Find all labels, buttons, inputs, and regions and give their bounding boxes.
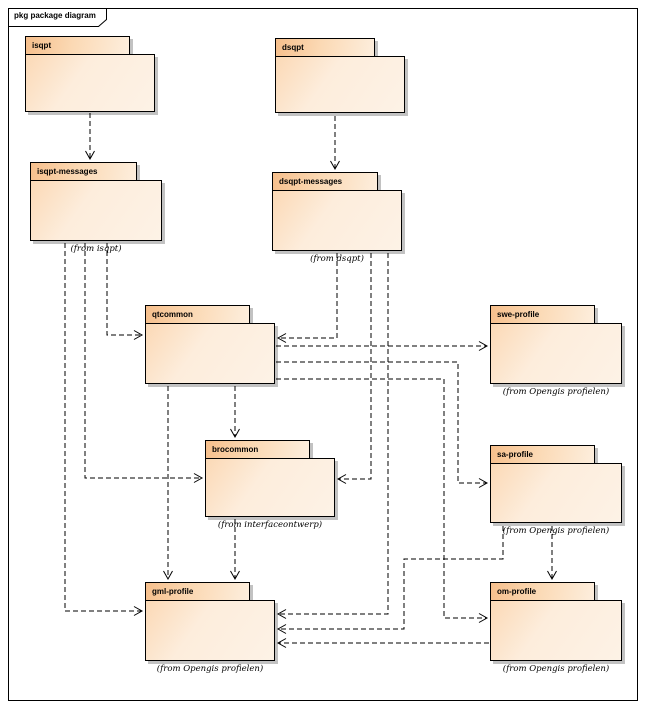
package-tab: gml-profile — [145, 582, 250, 601]
package-gml-profile[interactable]: gml-profile (from Opengis profielen) — [145, 582, 275, 674]
package-name: swe-profile — [497, 310, 540, 319]
package-from-label: (from interfaceontwerp) — [217, 520, 323, 530]
package-name: dsqpt-messages — [279, 177, 343, 186]
package-brocommon[interactable]: brocommon (from interfaceontwerp) — [205, 440, 335, 530]
package-isqpt[interactable]: isqpt — [25, 36, 155, 112]
package-name: sa-profile — [497, 450, 534, 459]
package-body — [25, 54, 155, 112]
package-name: dsqpt — [282, 43, 304, 52]
package-dsqpt[interactable]: dsqpt — [275, 38, 405, 113]
package-sa-profile[interactable]: sa-profile (from Opengis profielen) — [490, 445, 622, 536]
package-from-label: (from Opengis profielen) — [502, 526, 610, 536]
package-name: gml-profile — [152, 587, 194, 596]
package-from-label: (from Opengis profielen) — [156, 664, 264, 674]
package-body — [205, 458, 335, 517]
package-body — [490, 600, 622, 661]
package-tab: isqpt — [25, 36, 130, 55]
package-tab: qtcommon — [145, 305, 250, 324]
package-om-profile[interactable]: om-profile (from Opengis profielen) — [490, 582, 622, 674]
package-tab: swe-profile — [490, 305, 595, 324]
dependency-dsqpt-messages-to-brocommon[interactable] — [336, 253, 372, 484]
dependency-isqpt-messages-to-qtcommon[interactable] — [106, 243, 144, 340]
package-body — [145, 600, 275, 661]
package-from-label: (from isqpt) — [70, 244, 122, 254]
package-tab: dsqpt-messages — [272, 172, 378, 191]
package-name: isqpt-messages — [37, 167, 98, 176]
package-tab: brocommon — [205, 440, 310, 459]
package-body — [490, 323, 622, 384]
package-body — [275, 56, 405, 113]
package-isqpt-messages[interactable]: isqpt-messages (from isqpt) — [30, 162, 162, 254]
package-dsqpt-messages[interactable]: dsqpt-messages (from dsqpt) — [272, 172, 402, 264]
package-body — [30, 180, 162, 241]
dependency-qtcommon-to-sa-profile[interactable] — [276, 361, 489, 488]
package-body — [272, 190, 402, 251]
package-name: om-profile — [497, 587, 537, 596]
package-from-label: (from Opengis profielen) — [502, 664, 610, 674]
dependency-isqpt-messages-to-brocommon[interactable] — [84, 243, 204, 483]
dependency-dsqpt-messages-to-gml-profile[interactable] — [276, 253, 389, 619]
package-tab: om-profile — [490, 582, 595, 601]
package-body — [145, 323, 275, 384]
package-tab: sa-profile — [490, 445, 595, 464]
package-name: qtcommon — [152, 310, 193, 319]
package-body — [490, 463, 622, 523]
dependency-sa-profile-to-gml-profile[interactable] — [276, 526, 504, 634]
diagram-title: pkg package diagram — [14, 11, 96, 20]
package-tab: dsqpt — [275, 38, 375, 57]
package-name: brocommon — [212, 445, 259, 454]
package-swe-profile[interactable]: swe-profile (from Opengis profielen) — [490, 305, 622, 397]
package-name: isqpt — [32, 41, 52, 50]
package-qtcommon[interactable]: qtcommon — [145, 305, 275, 384]
dependency-qtcommon-to-om-profile[interactable] — [276, 378, 489, 623]
package-from-label: (from Opengis profielen) — [502, 387, 610, 397]
dependency-dsqpt-messages-to-qtcommon[interactable] — [276, 253, 338, 343]
dependency-isqpt-messages-to-gml-profile[interactable] — [64, 243, 144, 616]
package-tab: isqpt-messages — [30, 162, 137, 181]
